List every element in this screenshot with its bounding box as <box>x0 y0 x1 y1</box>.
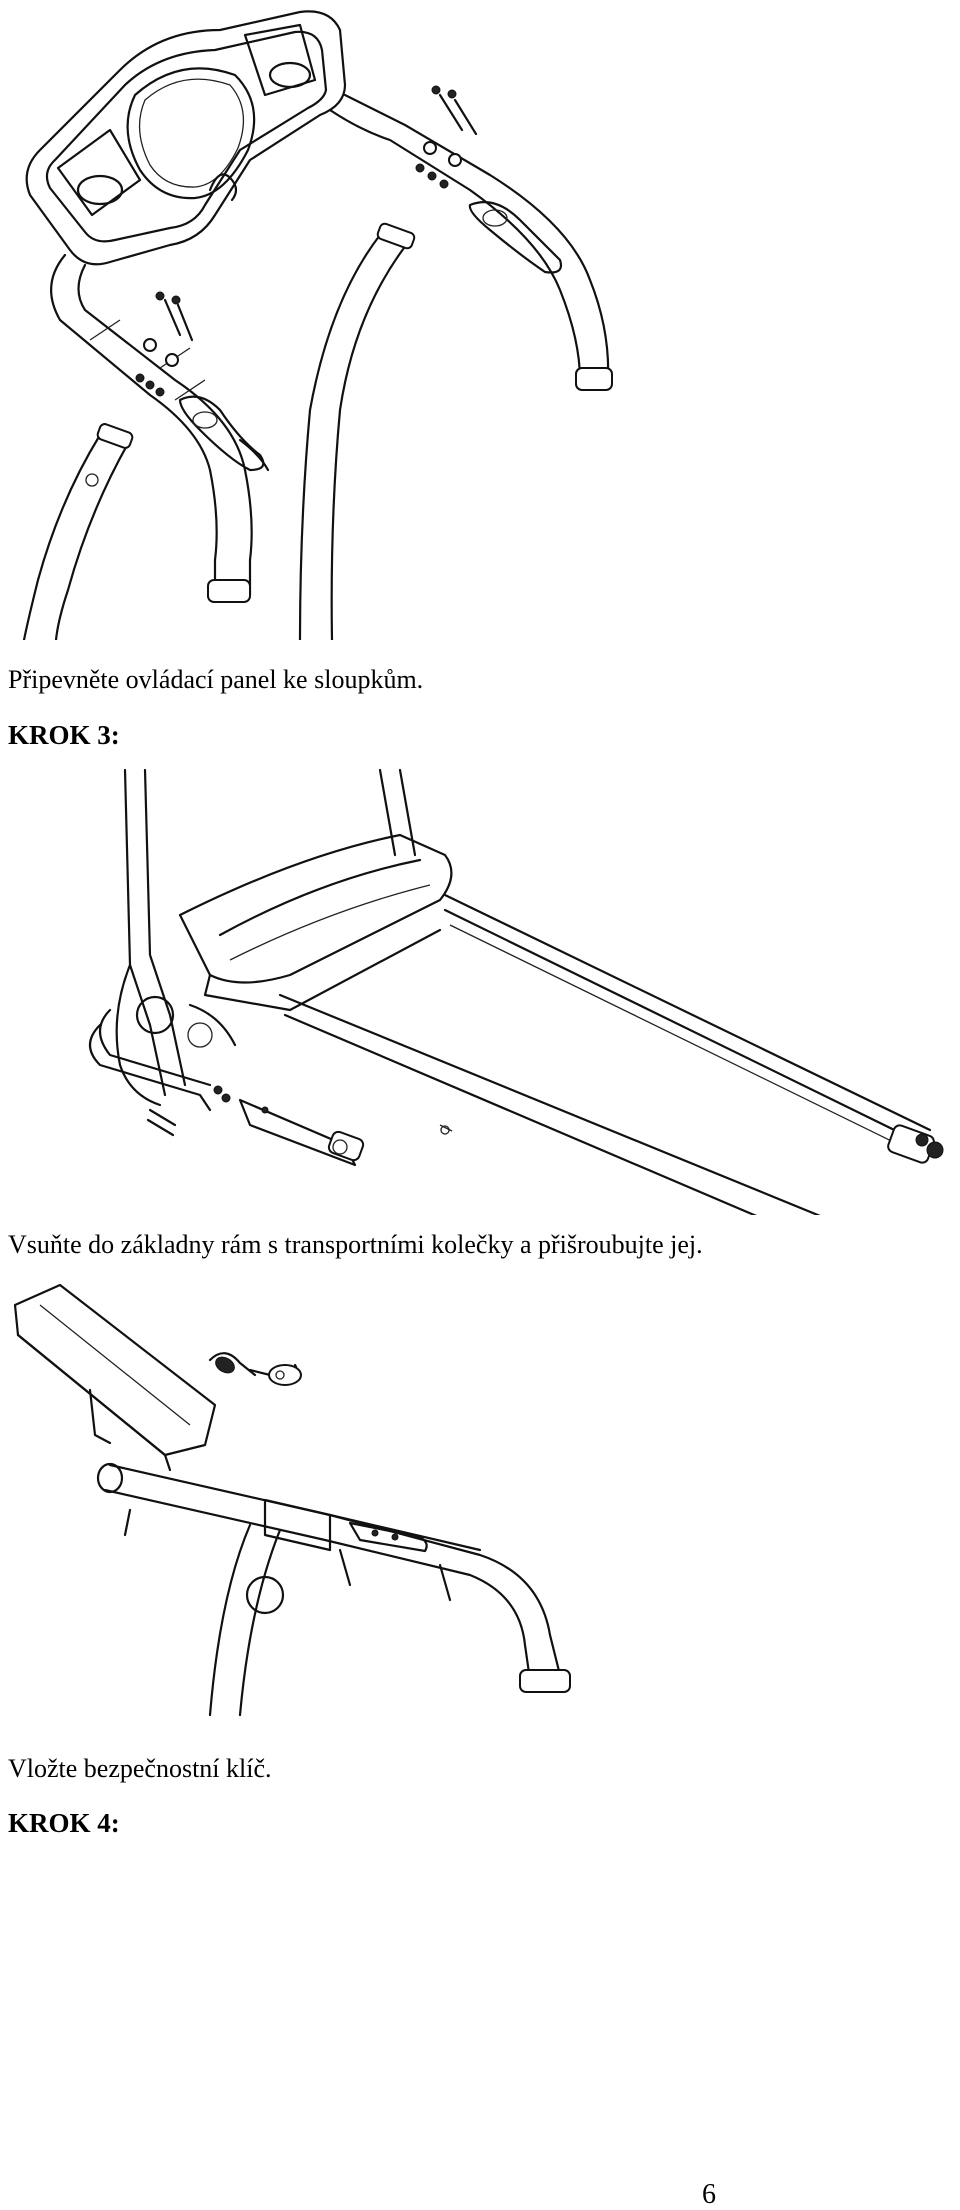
safety-key-illustration <box>0 1275 960 1725</box>
console-caption: Připevněte ovládací panel ke sloupkům. <box>8 665 424 694</box>
console-assembly-illustration <box>0 0 960 640</box>
base-frame-illustration <box>0 765 960 1215</box>
step-4-heading: KROK 4: <box>8 1808 120 1838</box>
frame-caption: Vsuňte do základny rám s transportními k… <box>8 1230 703 1259</box>
key-caption: Vložte bezpečnostní klíč. <box>8 1754 272 1783</box>
page-number: 6 <box>702 2179 716 2210</box>
step-3-heading: KROK 3: <box>8 720 120 750</box>
